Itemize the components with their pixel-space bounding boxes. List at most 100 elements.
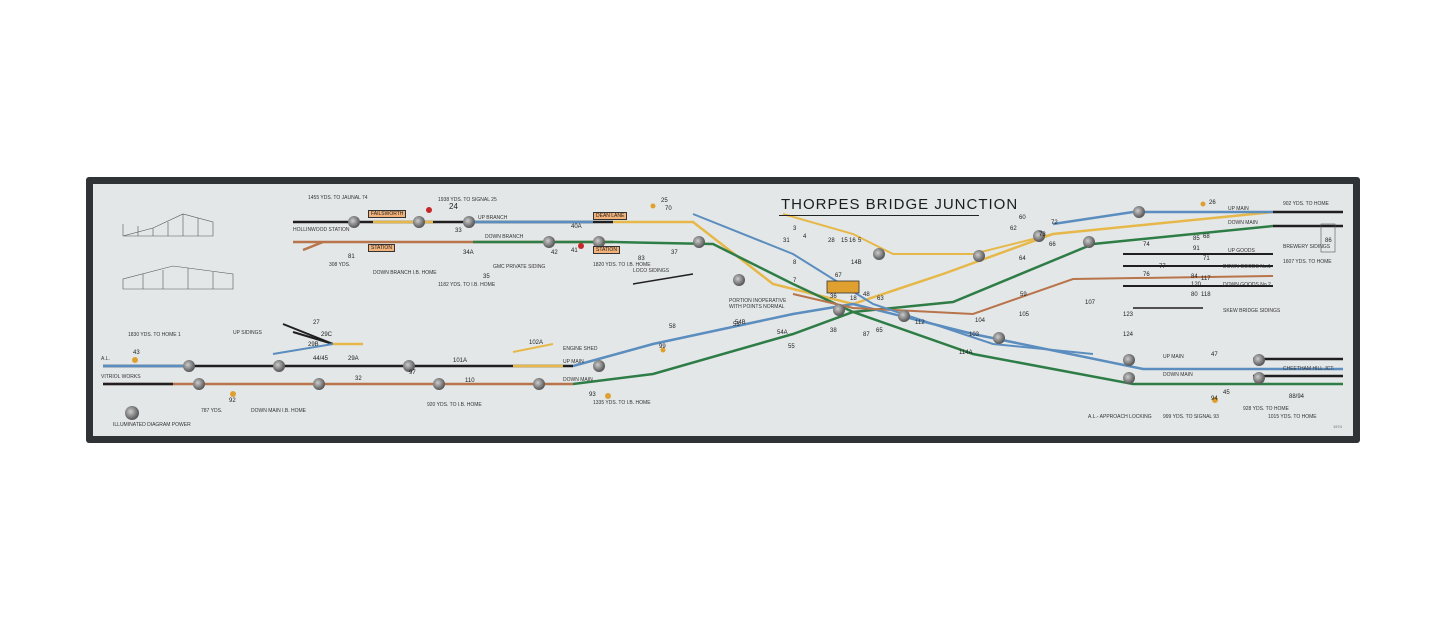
lever-number: 70 — [665, 206, 672, 212]
knob[interactable] — [193, 378, 205, 390]
knob[interactable] — [1133, 206, 1145, 218]
knob[interactable] — [413, 216, 425, 228]
loco-sidings-track — [632, 273, 694, 285]
knob[interactable] — [403, 360, 415, 372]
knob[interactable] — [833, 304, 845, 316]
down-main-home-label: DOWN MAIN I.B. HOME — [251, 408, 306, 414]
hollinwood-siding — [302, 240, 324, 252]
goods-crossing — [792, 275, 1274, 316]
lever-number: 59 — [1020, 292, 1027, 298]
up-sidings-track-3 — [272, 343, 334, 355]
track-layout — [103, 201, 1343, 403]
approach-locking-label: A.L.- APPROACH LOCKING — [1088, 414, 1152, 420]
knob[interactable] — [1123, 372, 1135, 384]
panel-code: 1974 — [1333, 424, 1342, 429]
knob[interactable] — [1123, 354, 1135, 366]
knob[interactable] — [593, 236, 605, 248]
knob[interactable] — [733, 274, 745, 286]
lever-number: 54A — [777, 330, 788, 336]
knob[interactable] — [313, 378, 325, 390]
knob[interactable] — [533, 378, 545, 390]
lever-number: 41 — [571, 248, 578, 254]
lever-number: 55 — [788, 344, 795, 350]
goods-crossing-2 — [692, 213, 1094, 355]
knob[interactable] — [693, 236, 705, 248]
lever-number: 64 — [1019, 256, 1026, 262]
knob[interactable] — [1033, 230, 1045, 242]
lever-number: 29B — [308, 342, 319, 348]
lever-number: 53 — [733, 322, 740, 328]
lever-number: 40A — [571, 224, 582, 230]
lever-number: 87 — [863, 332, 870, 338]
knob[interactable] — [183, 360, 195, 372]
knob[interactable] — [898, 310, 910, 322]
skew-bridge-label: SKEW BRIDGE SIDINGS — [1223, 308, 1281, 314]
gradient-profile-bottom — [122, 265, 234, 290]
lever-number: 93 — [589, 392, 596, 398]
gmc-private-siding-label: GMC PRIVATE SIDING — [493, 264, 546, 270]
knob[interactable] — [348, 216, 360, 228]
lever-number: 117 — [1201, 276, 1211, 282]
top-yellow-curve — [782, 213, 1054, 255]
lever-number: 65 — [876, 328, 883, 334]
knob[interactable] — [1253, 372, 1265, 384]
signal-lamp-43 — [132, 357, 138, 363]
lever-number: 123 — [1123, 312, 1134, 318]
lever-number: 84 — [1191, 274, 1198, 280]
vitriol-works-label: VITRIOL WORKS — [101, 374, 141, 380]
lever-number: 103 — [969, 332, 980, 338]
knob[interactable] — [1083, 236, 1095, 248]
lever-number: 7 — [793, 278, 797, 284]
yds-1335-label: 1335 YDS. TO I.B. HOME — [593, 400, 651, 406]
knob[interactable] — [433, 378, 445, 390]
knob[interactable] — [973, 250, 985, 262]
lever-number: 120 — [1191, 282, 1202, 288]
brewery-sidings-label: BREWERY SIDINGS — [1283, 244, 1331, 250]
down-main-left-label: DOWN MAIN — [563, 377, 593, 383]
portion-inoperative-label: PORTION INOPERATIVE WITH POINTS NORMAL — [729, 298, 787, 310]
lever-number: 99 — [659, 344, 666, 350]
yds-902-label: 902 YDS. TO HOME — [1283, 201, 1329, 207]
lever-number: 62 — [1010, 226, 1017, 232]
failsworth-plate: FAILSWORTH — [368, 210, 407, 218]
lever-number: 29A — [348, 356, 359, 362]
distance-jaunal-74: 1455 YDS. TO JAUNAL 74 — [308, 195, 368, 201]
station-plate-left: STATION — [368, 244, 395, 252]
station-plate-right: STATION — [593, 246, 620, 254]
lever-number: 14B — [851, 260, 862, 266]
yds-1607-label: 1607 YDS. TO HOME — [1283, 259, 1332, 265]
down-main-right-label: DOWN MAIN — [1163, 372, 1193, 378]
lever-number: 38 — [830, 328, 837, 334]
gradient-profile-top — [122, 213, 214, 237]
yds-928-label: 928 YDS. TO HOME — [1243, 406, 1289, 412]
lever-number: 74 — [1143, 242, 1150, 248]
lever-number: 73 — [1039, 232, 1046, 238]
down-branch-label: DOWN BRANCH — [485, 234, 524, 240]
lever-number: 54B — [735, 320, 746, 326]
down-branch-to-junction — [612, 224, 1274, 314]
knob[interactable] — [993, 332, 1005, 344]
title-underline — [779, 215, 979, 216]
up-main-left-label: UP MAIN — [563, 359, 584, 365]
lever-number: 5 — [858, 238, 862, 244]
lever-number: 107 — [1085, 300, 1096, 306]
knob[interactable] — [593, 360, 605, 372]
knob[interactable] — [543, 236, 555, 248]
lever-number: 48 — [863, 292, 870, 298]
lever-number: 37 — [671, 250, 678, 256]
lever-number: 47 — [1211, 352, 1218, 358]
yds-1015-label: 1015 YDS. TO HOME — [1268, 414, 1317, 420]
up-branch-label: UP BRANCH — [478, 215, 508, 221]
knob[interactable] — [1253, 354, 1265, 366]
knob[interactable] — [463, 216, 475, 228]
lever-number: 124 — [1123, 332, 1134, 338]
lever-number: 67 — [835, 273, 842, 279]
knob[interactable] — [873, 248, 885, 260]
up-main-right-label: UP MAIN — [1163, 354, 1184, 360]
up-sidings-label: UP SIDINGS — [233, 330, 262, 336]
lever-number: 66 — [1049, 242, 1056, 248]
knob[interactable] — [273, 360, 285, 372]
junction-indicator — [826, 280, 860, 294]
lever-number: 88/94 — [1289, 394, 1305, 400]
illuminated-power-switch[interactable] — [125, 406, 139, 420]
